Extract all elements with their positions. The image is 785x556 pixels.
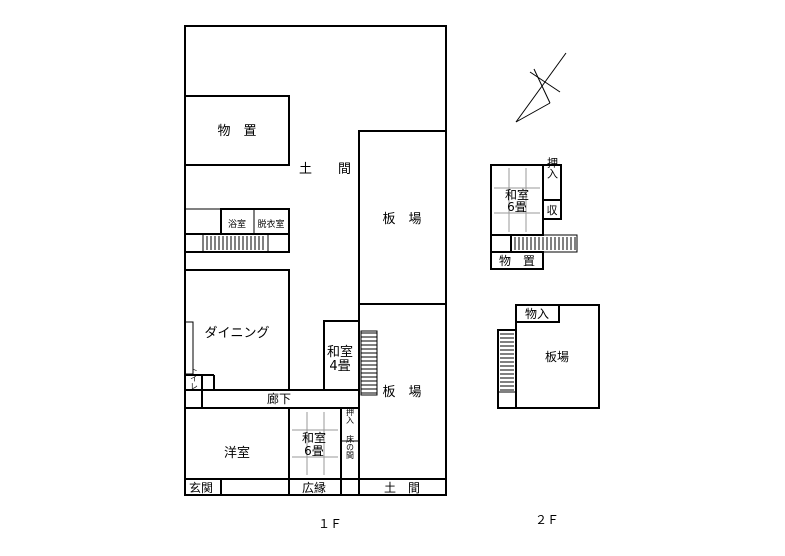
label-2f-washitsu6-line2: 6畳 [507,200,527,214]
label-genkan: 玄関 [189,480,213,495]
label-oshiire: 押入 [346,407,355,424]
label-youshitsu: 洋室 [224,445,250,461]
stair-1f-center [360,330,378,396]
label-2f-storage: 物 置 [499,254,535,268]
label-itaba-upper: 板 場 [382,212,421,227]
floor-2: 和室 6畳 押入 収 物 置 物入 板場 ２Ｆ [490,156,600,527]
stair-treads [206,236,264,250]
stair-1f-bath [184,233,290,253]
label-dressing: 脱衣室 [257,218,284,230]
floor-2-caption: ２Ｆ [535,513,559,527]
room-storage [184,95,290,166]
stair-2f-left [490,234,512,253]
stair-2f-lower-box [497,329,517,409]
label-2f-oshiire: 押入 [546,156,559,179]
floor-1-caption: １Ｆ [318,517,342,531]
label-itaba-lower: 板 場 [382,385,421,400]
label-2f-washitsu6-line1: 和室 [505,187,529,202]
label-doma-bottom: 土 間 [384,481,420,495]
label-washitsu4-line2: 4畳 [329,359,350,374]
mono-ire-2f [515,304,560,323]
label-storage: 物 置 [217,124,256,139]
north-arrow-icon [515,52,567,123]
room-washitsu-4 [323,320,360,391]
label-toilet: トイレ [190,366,199,390]
label-hiroen: 広縁 [302,480,326,495]
shuno-2f [542,199,562,220]
stair-treads [500,333,514,391]
label-tokonoma: 床の間 [346,434,355,460]
label-doma-top: 土 間 [299,162,351,177]
room-storage-2f [490,251,544,270]
stair-treads [361,332,377,394]
tatami-lines [292,412,338,475]
label-bath: 浴室 [228,218,246,230]
label-2f-itaba: 板場 [545,350,569,364]
label-washitsu4-line1: 和室 [327,344,353,360]
label-corridor: 廊下 [267,391,291,406]
hall-left [184,208,222,235]
label-2f-shuno: 収 [547,204,558,217]
label-washitsu6-line2: 6畳 [304,444,324,458]
floor-1: 物 置 土 間 板 場 浴室 脱衣室 ダイニング 和室 4畳 板 場 トイレ 廊… [184,25,447,531]
room-youshitsu [184,407,290,480]
label-dining: ダイニング [204,326,269,341]
tatami-lines [494,168,540,232]
label-washitsu6-line1: 和室 [302,430,326,445]
stair-treads [514,237,576,250]
label-2f-mono-ire: 物入 [525,307,549,321]
